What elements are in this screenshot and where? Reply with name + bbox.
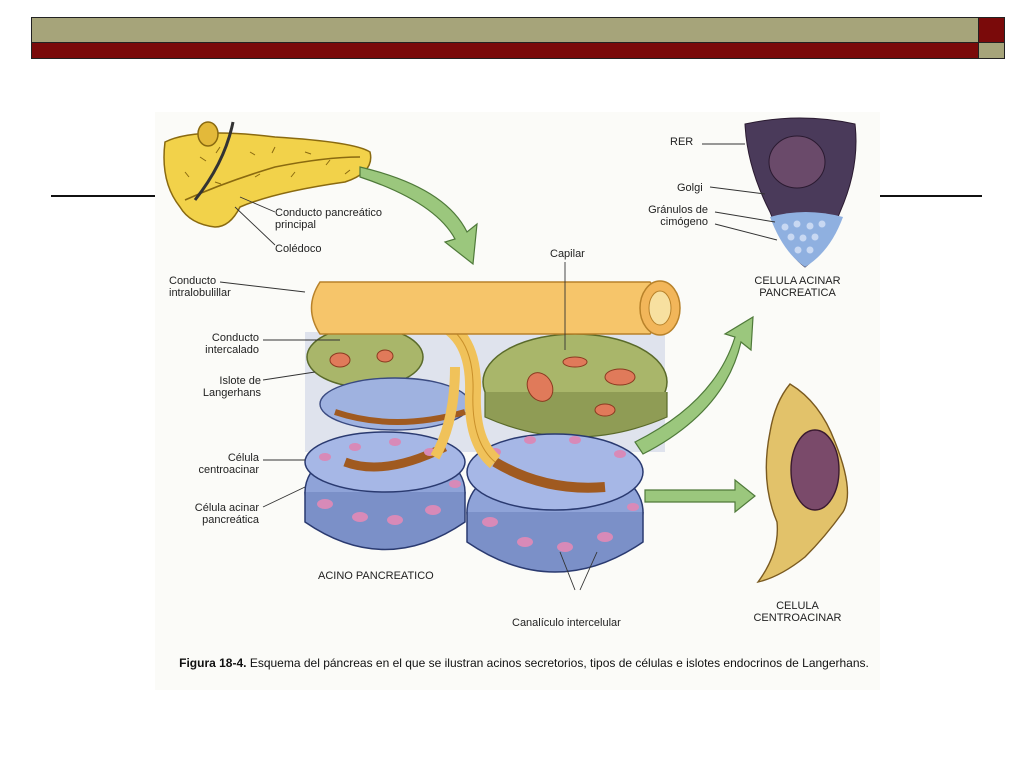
title-banner-tab <box>978 17 1005 43</box>
label-acino-pancreatico: ACINO PANCREATICO <box>318 570 434 582</box>
title-banner-stripe <box>31 42 980 59</box>
acinar-cell-micrograph <box>744 117 857 268</box>
pancreas-organ <box>163 121 372 228</box>
pancreas-illustration <box>163 117 857 591</box>
title-banner <box>31 17 980 43</box>
label-capilar: Capilar <box>550 248 585 260</box>
label-conducto-intercalado: Conducto intercalado <box>205 332 259 356</box>
label-celula-acinar: Célula acinar pancreática <box>194 502 259 526</box>
caption-text: Esquema del páncreas en el que se ilustr… <box>249 656 869 670</box>
label-celula-centroacinar: Célula centroacinar <box>198 452 259 476</box>
title-celula-centroacinar: CELULA CENTROACINAR <box>753 600 842 624</box>
label-conducto-pancreatico: Conducto pancreático principal <box>275 207 383 231</box>
label-coledoco: Colédoco <box>275 243 322 255</box>
horizontal-rule-left <box>51 195 159 197</box>
title-banner-stripe-tab <box>978 42 1005 59</box>
caption-number: Figura 18-4. <box>179 656 247 670</box>
arrow-to-acinar-cell <box>634 315 754 455</box>
label-granulos: Gránulos de cimógeno <box>648 204 708 228</box>
acinus-left <box>304 431 466 551</box>
centroacinar-cell-micrograph <box>756 383 849 584</box>
arrow-to-centroacinar-cell <box>644 478 756 514</box>
pancreas-figure: Conducto pancreático principal Colédoco … <box>155 112 880 690</box>
arrow-organ-to-acinus <box>359 166 478 266</box>
horizontal-rule-right <box>878 195 982 197</box>
label-islote: Islote de Langerhans <box>202 375 261 399</box>
figure-caption: Figura 18-4. Esquema del páncreas en el … <box>169 656 879 671</box>
label-conducto-intralobulillar: Conducto intralobulillar <box>169 275 231 299</box>
label-canaliculo: Canalículo intercelular <box>512 617 621 629</box>
acinus-right <box>466 433 644 573</box>
title-celula-acinar: CELULA ACINAR PANCREATICA <box>754 275 841 299</box>
intralobular-duct <box>310 280 681 336</box>
label-golgi: Golgi <box>677 182 703 194</box>
label-rer: RER <box>670 136 694 148</box>
